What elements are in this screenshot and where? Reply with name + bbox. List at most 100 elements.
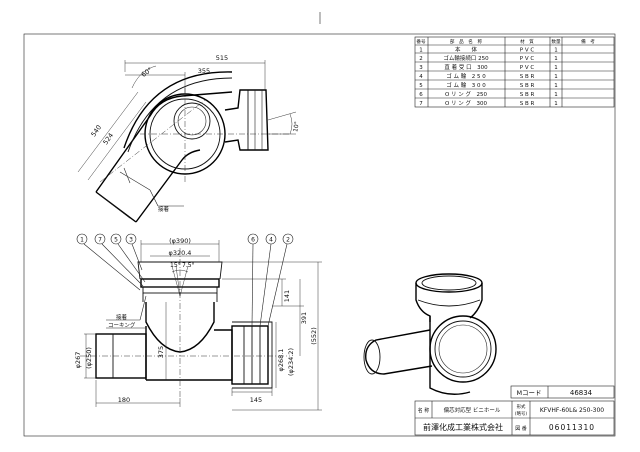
top-view-elbow-arc [123,71,233,149]
svg-text:4: 4 [419,74,423,80]
isometric-view [363,273,497,395]
dim-552: (552) [310,327,318,344]
svg-text:1: 1 [554,48,558,54]
svg-text:2: 2 [419,56,423,62]
dim-141: 141 [283,290,291,302]
th-qty: 数量 [551,38,561,45]
svg-text:本 体: 本 体 [455,46,478,54]
svg-text:3: 3 [419,65,423,71]
svg-text:(略号): (略号) [515,410,527,417]
angle-7-5: 7.5° [182,262,195,269]
svg-text:3: 3 [129,237,133,244]
svg-text:7: 7 [98,237,102,244]
table-row: 7 O リ ン グ 300 S B R 1 [419,99,558,107]
angle-60: 60° [140,66,154,79]
svg-text:ゴム輪接続口 250: ゴム輪接続口 250 [443,54,489,62]
table-row: 1 本 体 P V C 1 [419,46,558,54]
svg-text:6: 6 [251,237,255,244]
iso-riser-top-outer [415,273,483,293]
svg-text:1: 1 [554,74,558,80]
svg-text:1: 1 [554,101,558,107]
svg-text:4: 4 [269,237,273,244]
code-value: 46834 [570,389,593,397]
dim-phi-390: (φ390) [169,237,191,245]
dim-phi-267: φ267 [74,352,82,369]
svg-text:1: 1 [554,83,558,89]
table-row: 4 ゴ ム 輪 2 5 0 S B R 1 [419,72,558,80]
table-row: 3 直 着 受 口 300 P V C 1 [419,63,558,71]
top-view-right-socket [224,89,269,151]
label-adhesive: 接着 [116,313,128,321]
dim-540: 540 [90,123,104,138]
dim-phi-234-2: (φ234.2) [287,348,295,376]
model-label: 形式 [517,403,526,410]
balloon-5: 5 [110,233,146,283]
iso-outlet-outer [429,315,497,383]
dim-515: 515 [216,54,228,62]
angle-15: 15° [170,262,181,269]
name-label: 名 称 [418,407,430,414]
dim-phi-320-4: φ320.4 [169,249,192,257]
svg-text:S B R: S B R [520,92,535,98]
top-view-pipe-lower-edge [135,149,201,223]
svg-text:S B R: S B R [520,101,535,107]
doc-value: 06011310 [549,423,595,432]
doc-label: 図 番 [515,425,527,432]
dim-524: 524 [102,131,116,146]
title-block: Mコード 46834 名 称 偏芯対応型 ビニホール 形式 (略号) KFVHF… [414,385,615,436]
svg-text:P V C: P V C [520,56,535,62]
model-value: KFVHF-60L& 250-300 [540,407,604,414]
drawing-frame [23,33,616,437]
svg-text:P V C: P V C [520,65,535,71]
top-view-pipe-upper-edge [95,91,233,193]
svg-text:1: 1 [554,92,558,98]
angle-10: 10° [292,121,301,133]
top-view-riser-outlet [173,102,211,140]
dim-391: 391 [300,312,308,324]
label-sleeve-top: 接着 [158,205,170,213]
name-value: 偏芯対応型 ビニホール [444,406,501,414]
svg-text:1: 1 [80,237,84,244]
svg-text:ゴ ム 輪 3 0 0: ゴ ム 輪 3 0 0 [446,81,486,89]
code-label: Mコード [516,389,541,397]
balloon-4: 4 [259,233,277,327]
dim-180: 180 [118,396,130,404]
svg-text:O リ ン グ 250: O リ ン グ 250 [445,90,488,98]
svg-text:ゴ ム 輪 2 5 0: ゴ ム 輪 2 5 0 [446,72,486,80]
balloon-3: 3 [125,233,143,271]
th-name: 部 品 名 称 [450,38,483,45]
svg-text:1: 1 [554,56,558,62]
svg-text:P V C: P V C [520,48,535,54]
svg-text:O リ ン グ 300: O リ ン グ 300 [445,99,488,107]
front-view-right-socket [231,325,269,385]
dim-355: 355 [198,67,210,75]
dim-phi-250: (φ250) [85,347,93,369]
table-row: 5 ゴ ム 輪 3 0 0 S B R 1 [419,81,558,89]
svg-text:7: 7 [419,101,423,107]
front-view: 15° 7.5° (φ390) φ320.4 141 391 (552) 375… [74,233,322,411]
svg-text:S B R: S B R [520,83,535,89]
dim-145: 145 [250,396,262,404]
iso-left-pipe [365,329,433,375]
th-note: 備 考 [581,38,595,45]
balloon-7: 7 [94,233,144,287]
dim-375: 375 [157,346,165,358]
table-row: 6 O リ ン グ 250 S B R 1 [419,90,558,98]
th-no: 番号 [416,38,426,45]
balloon-1: 1 [76,233,141,291]
svg-text:1: 1 [554,65,558,71]
table-row: 2 ゴム輪接続口 250 P V C 1 [419,54,558,62]
svg-text:5: 5 [419,83,423,89]
svg-text:6: 6 [419,92,423,98]
iso-body [429,316,471,395]
top-view: 接着 515 355 540 524 60° 10° [77,54,301,223]
balloon-6: 6 [247,233,259,327]
dim-phi-268-1: φ268.1 [277,349,285,372]
parts-table: 番号 部 品 名 称 材 質 数量 備 考 1 本 体 P V C 1 2 ゴム… [414,36,615,108]
svg-text:2: 2 [286,237,290,244]
th-material: 材 質 [520,38,534,45]
svg-text:S B R: S B R [520,74,535,80]
svg-text:5: 5 [114,237,118,244]
svg-text:直 着 受 口 300: 直 着 受 口 300 [444,63,488,71]
